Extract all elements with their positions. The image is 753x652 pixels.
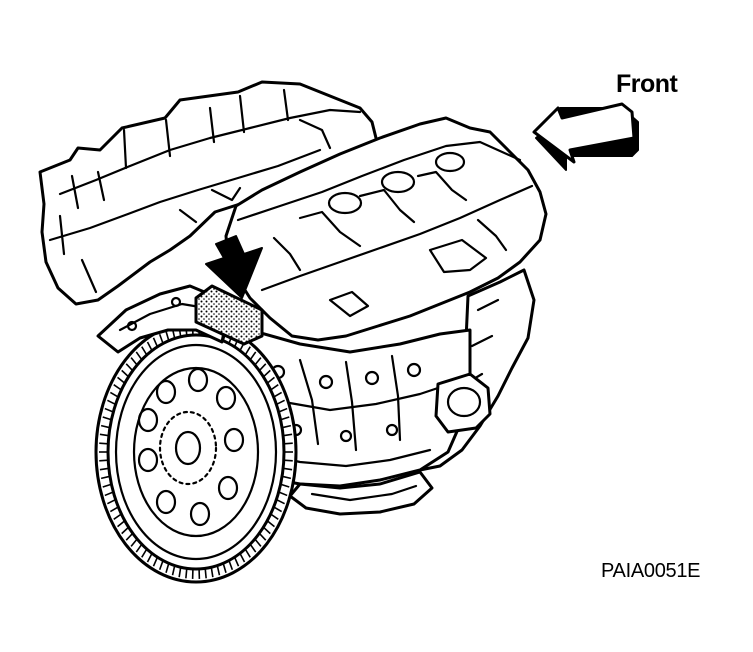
gear-tooth (280, 416, 290, 421)
gear-tooth (104, 407, 114, 413)
oil-pan (288, 470, 434, 516)
flywheel-hub (158, 410, 218, 486)
gear-tooth (102, 416, 112, 421)
gear-tooth (165, 330, 170, 341)
rear-bank-cover-ridge (58, 108, 362, 196)
gear-tooth (280, 483, 290, 488)
gear-tooth (171, 565, 176, 576)
gear-tooth (270, 384, 279, 391)
gear-tooth (283, 467, 293, 471)
gear-tooth (283, 442, 293, 445)
gear-tooth (99, 433, 109, 437)
gear-tooth (121, 369, 130, 378)
gear-tooth (107, 498, 116, 505)
gear-tooth (262, 369, 271, 378)
gear-tooth (276, 399, 285, 406)
gear-tooth (273, 506, 283, 513)
gear-tooth (258, 532, 267, 541)
gear-tooth (278, 407, 288, 413)
gear-tooth (104, 491, 114, 497)
gear-tooth (222, 563, 227, 574)
gear-tooth (249, 543, 257, 553)
gear-tooth (117, 376, 126, 384)
gear-tooth (141, 548, 148, 558)
gear-tooth (99, 442, 109, 445)
flywheel-bolt-holes (137, 367, 245, 527)
gear-tooth (152, 337, 159, 348)
highlighted-part (194, 284, 264, 346)
gear-tooth (109, 506, 119, 513)
front-bank-head-edge (236, 140, 522, 222)
gear-tooth (99, 459, 109, 462)
gear-tooth (135, 543, 143, 553)
gear-tooth (204, 568, 207, 579)
gear-tooth (125, 532, 134, 541)
gear-tooth (146, 341, 153, 352)
gear-tooth (273, 391, 283, 398)
gear-tooth (121, 526, 130, 535)
gear-tooth (165, 563, 170, 574)
gear-tooth (100, 424, 111, 429)
gear-tooth (113, 513, 122, 520)
gear-tooth (141, 346, 148, 356)
flywheel (94, 320, 298, 584)
gear-tooth (281, 475, 292, 480)
rear-bank-lower-edge (48, 148, 322, 242)
gear-tooth (135, 351, 143, 361)
gear-tooth (278, 491, 288, 497)
gear-tooth (152, 556, 159, 567)
gear-tooth (254, 538, 262, 547)
gear-tooth (102, 483, 112, 488)
coil-recesses (272, 151, 508, 272)
gear-tooth (249, 351, 257, 361)
gear-tooth (109, 391, 119, 398)
gear-tooth (281, 424, 292, 429)
gear-tooth (117, 520, 126, 528)
gear-tooth (233, 556, 240, 567)
gear-tooth (130, 538, 138, 547)
pointer-arrow-icon (205, 235, 263, 299)
gear-tooth (228, 560, 234, 571)
front-direction-label: Front (616, 70, 678, 98)
flywheel-outer-ring (94, 320, 298, 584)
gear-tooth (244, 346, 251, 356)
gear-tooth (185, 568, 188, 579)
gear-tooth (283, 433, 293, 437)
figure-code-label: PAIA0051E (601, 560, 701, 582)
gear-tooth (100, 475, 111, 480)
gear-tooth (113, 384, 122, 391)
front-direction-arrow-icon (532, 102, 639, 171)
gear-tooth (130, 357, 138, 366)
gear-tooth (158, 560, 164, 571)
gear-tooth (254, 357, 262, 366)
gear-tooth (146, 552, 153, 563)
gear-tooth (125, 363, 134, 372)
gear-tooth (266, 520, 275, 528)
gear-tooth (158, 333, 164, 344)
gear-tooth (178, 567, 182, 578)
gear-tooth (239, 552, 246, 563)
gear-tooth (276, 498, 285, 505)
gear-tooth (262, 526, 271, 535)
gear-tooth (216, 565, 221, 576)
gear-tooth (99, 467, 109, 471)
gear-tooth (258, 363, 267, 372)
gear-tooth (210, 567, 214, 578)
gear-tooth (266, 376, 275, 384)
front-cylinder-bank (224, 116, 548, 342)
oil-filter (434, 372, 492, 434)
gear-tooth (107, 399, 116, 406)
gear-tooth (244, 548, 251, 558)
gear-tooth (270, 513, 279, 520)
gear-tooth (283, 459, 293, 462)
